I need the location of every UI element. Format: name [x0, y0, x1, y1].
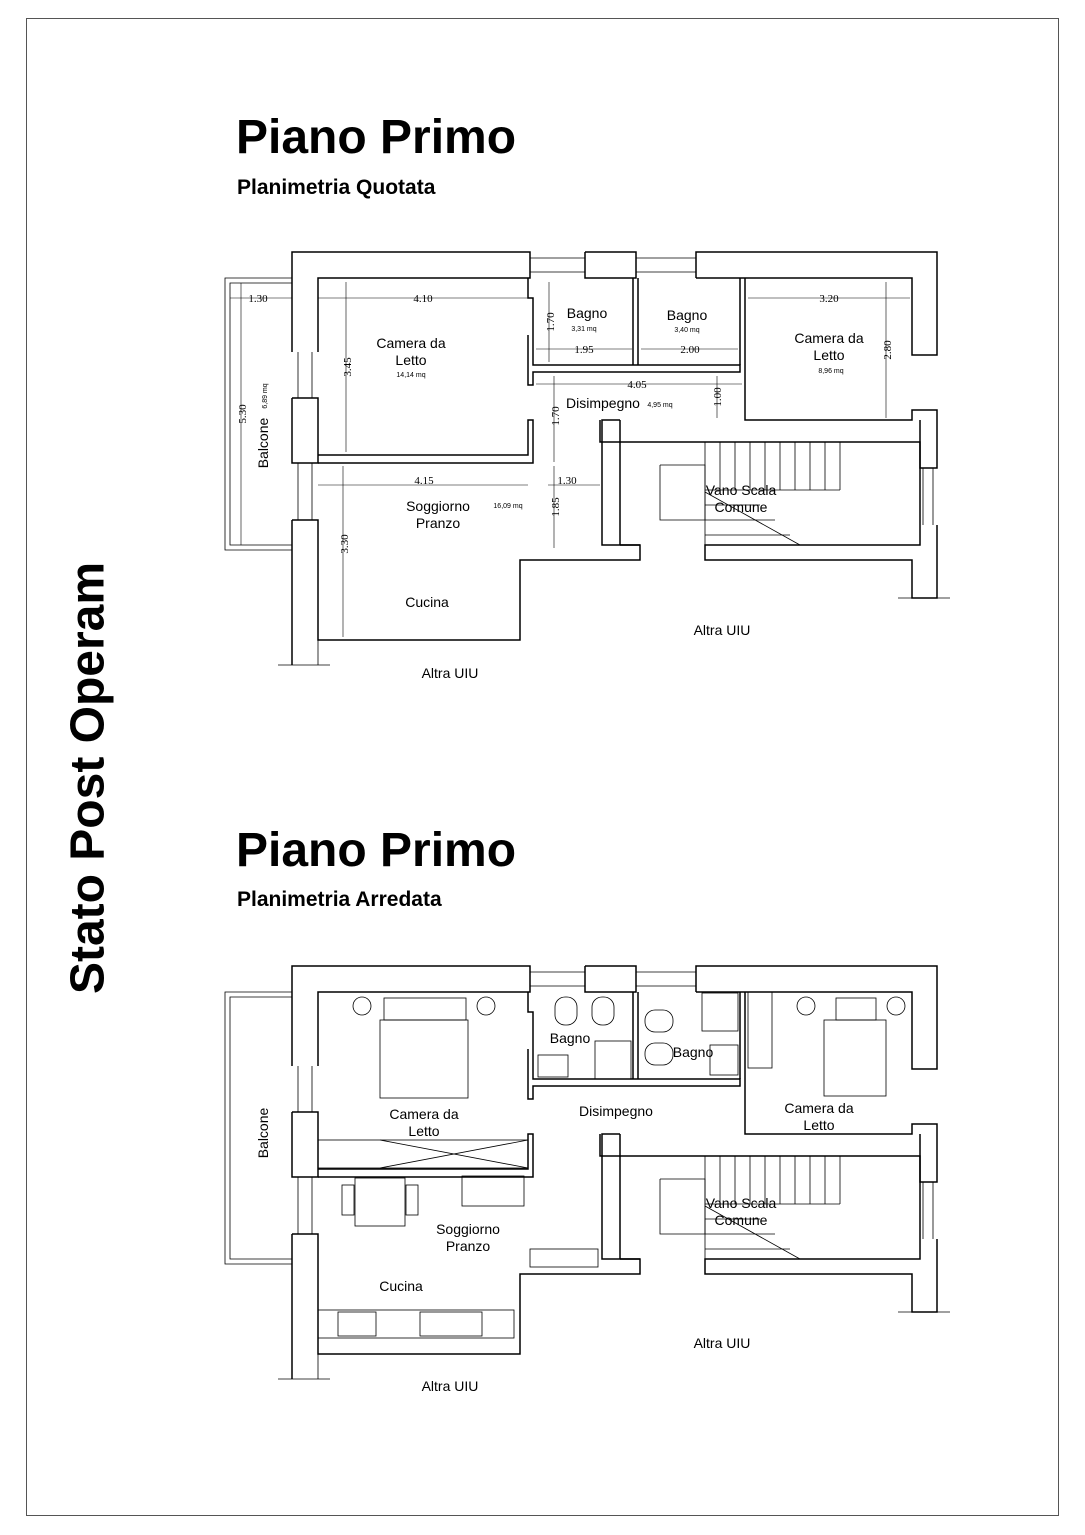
page-border [26, 18, 1059, 1516]
room-balcone-label: Balcone [255, 1107, 271, 1158]
headboard-2 [835, 997, 877, 1021]
toilet-icon [554, 996, 578, 1026]
room-disimpegno-label: Disimpegno [566, 395, 640, 411]
dim-1-85: 1.85 [550, 497, 562, 517]
dim-1-70-bagno: 1.70 [545, 312, 557, 332]
dim-1-30-mid: 1.30 [557, 475, 577, 487]
plan-subtitle-bottom: Planimetria Arredata [237, 888, 442, 911]
chair [341, 1184, 355, 1216]
dim-4-10: 4.10 [413, 293, 433, 305]
plan-quotata: 1.30 4.10 3.20 1.70 1.95 2.00 3.45 2.80 … [224, 251, 951, 681]
kitchen-counter [317, 1309, 515, 1339]
room-vano-scala-label: Vano Scala [706, 482, 777, 498]
room-camera-2-area: 8,96 mq [818, 368, 843, 375]
tv-stand [529, 1248, 599, 1268]
sink-icon [419, 1311, 483, 1337]
altra-uiu-right: Altra UIU [694, 622, 751, 638]
plan-title-top: Piano Primo [236, 111, 517, 164]
room-camera-1-area: 14,14 mq [396, 372, 425, 379]
double-bed-1 [379, 1019, 469, 1099]
room-camera-2-label: Camera da [784, 1100, 853, 1116]
room-bagno-1-area: 3,31 mq [571, 326, 596, 333]
room-cucina-label: Cucina [405, 594, 449, 610]
room-bagno-2-area: 3,40 mq [674, 327, 699, 334]
lamp-icon [796, 996, 816, 1016]
plan-subtitle-top: Planimetria Quotata [237, 176, 436, 199]
altra-uiu-right: Altra UIU [694, 1335, 751, 1351]
room-bagno-2-label: Bagno [673, 1044, 714, 1060]
dim-5-30: 5.30 [237, 404, 249, 424]
shower-icon [594, 1040, 632, 1080]
room-camera-2-label-2: Letto [803, 1117, 834, 1133]
room-camera-2-label-2: Letto [813, 347, 844, 363]
lamp-icon [476, 996, 496, 1016]
room-disimpegno-label: Disimpegno [579, 1103, 653, 1119]
altra-uiu-left: Altra UIU [422, 665, 479, 681]
room-balcone-label: Balcone [255, 417, 271, 468]
dim-3-20: 3.20 [819, 293, 839, 305]
room-camera-1-label: Camera da [376, 335, 445, 351]
room-vano-scala-label-2: Comune [715, 1212, 768, 1228]
headboard-1 [383, 997, 467, 1021]
room-cucina-label: Cucina [379, 1278, 423, 1294]
dim-4-05: 4.05 [627, 379, 647, 391]
room-soggiorno-label-2: Pranzo [446, 1238, 491, 1254]
dim-1-30-top: 1.30 [248, 293, 268, 305]
room-soggiorno-label-2: Pranzo [416, 515, 461, 531]
lamp-icon [886, 996, 906, 1016]
room-balcone-area: 6,89 mq [262, 383, 269, 408]
washbasin-icon [709, 1044, 739, 1076]
room-camera-2-label: Camera da [794, 330, 863, 346]
plan-title-bottom: Piano Primo [236, 824, 517, 877]
dim-2-00: 2.00 [680, 344, 700, 356]
room-soggiorno-area: 16,09 mq [493, 503, 522, 510]
chair [405, 1184, 419, 1216]
dim-3-45: 3.45 [342, 357, 354, 377]
shower-icon [701, 992, 739, 1032]
room-soggiorno-label: Soggiorno [436, 1221, 500, 1237]
double-bed-2 [823, 1019, 887, 1097]
altra-uiu-left: Altra UIU [422, 1378, 479, 1394]
room-bagno-2-label: Bagno [667, 307, 708, 323]
bidet-icon [591, 996, 615, 1026]
bidet-icon [644, 1042, 674, 1066]
dim-2-80: 2.80 [882, 340, 894, 360]
stove-icon [337, 1311, 377, 1337]
dining-table [354, 1177, 406, 1227]
toilet-icon [644, 1009, 674, 1033]
room-disimpegno-area: 4,95 mq [647, 402, 672, 409]
closet [747, 991, 773, 1069]
washbasin-icon [537, 1054, 569, 1078]
plan-arredata: Bagno Bagno Camera da Letto Disimpegno C… [224, 965, 951, 1394]
dim-3-30: 3.30 [339, 534, 351, 554]
wardrobe [317, 1139, 529, 1169]
dim-1-95: 1.95 [574, 344, 594, 356]
room-vano-scala-label: Vano Scala [706, 1195, 777, 1211]
dim-1-00: 1.00 [712, 387, 724, 407]
room-bagno-1-label: Bagno [550, 1030, 591, 1046]
sofa [461, 1175, 525, 1207]
room-vano-scala-label-2: Comune [715, 499, 768, 515]
room-soggiorno-label: Soggiorno [406, 498, 470, 514]
room-camera-1-label: Camera da [389, 1106, 458, 1122]
lamp-icon [352, 996, 372, 1016]
room-camera-1-label-2: Letto [408, 1123, 439, 1139]
dim-4-15: 4.15 [414, 475, 434, 487]
dim-1-70-disimpegno: 1.70 [550, 406, 562, 426]
room-bagno-1-label: Bagno [567, 305, 608, 321]
room-camera-1-label-2: Letto [395, 352, 426, 368]
